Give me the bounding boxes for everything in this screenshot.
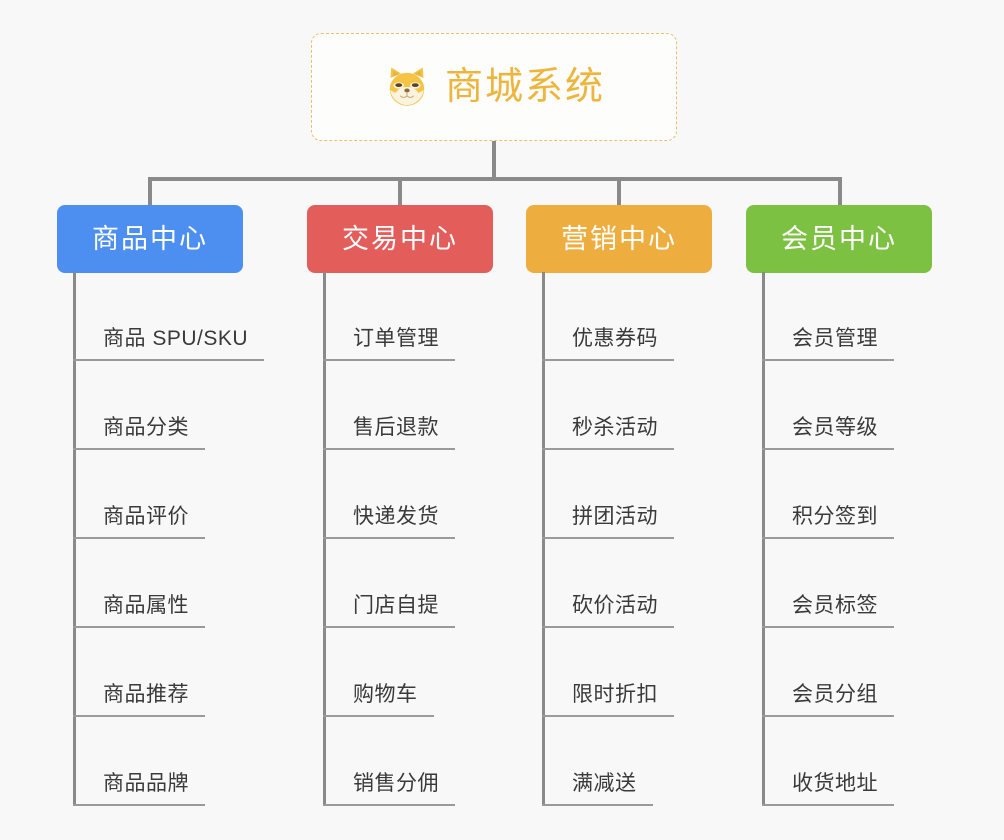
leaf-item-label: 商品属性 (73, 595, 205, 628)
leaf-item[interactable]: 快递发货 (323, 450, 455, 539)
leaf-item-label: 会员管理 (762, 328, 894, 361)
leaf-item[interactable]: 门店自提 (323, 539, 455, 628)
column-spine (73, 272, 76, 806)
leaf-item-label: 积分签到 (762, 506, 894, 539)
leaf-item-label: 收货地址 (762, 773, 894, 806)
leaf-item[interactable]: 商品 SPU/SKU (73, 272, 265, 361)
leaf-item[interactable]: 满减送 (542, 717, 653, 806)
shiba-dog-icon (389, 67, 425, 106)
leaf-item[interactable]: 优惠券码 (542, 272, 674, 361)
category-label: 交易中心 (342, 223, 458, 254)
leaf-item-label: 拼团活动 (542, 506, 674, 539)
leaf-item[interactable]: 商品评价 (73, 450, 205, 539)
leaf-item-label: 会员标签 (762, 595, 894, 628)
category-box-marketing-center[interactable]: 营销中心 (526, 205, 712, 273)
leaf-item[interactable]: 限时折扣 (542, 628, 674, 717)
leaf-item-label: 商品分类 (73, 417, 205, 450)
leaf-item[interactable]: 商品分类 (73, 361, 205, 450)
leaf-item-label: 购物车 (323, 684, 434, 717)
column-spine (762, 272, 765, 806)
leaf-item-label: 商品 SPU/SKU (73, 328, 265, 361)
root-node-title: 商城系统 (444, 66, 605, 108)
leaf-item[interactable]: 秒杀活动 (542, 361, 674, 450)
leaf-item[interactable]: 会员管理 (762, 272, 894, 361)
leaf-item[interactable]: 会员等级 (762, 361, 894, 450)
leaf-item-label: 优惠券码 (542, 328, 674, 361)
leaf-item-label: 秒杀活动 (542, 417, 674, 450)
connector-drop-product-center (148, 177, 152, 205)
leaf-item-label: 售后退款 (323, 417, 455, 450)
category-label: 会员中心 (781, 223, 897, 254)
leaf-item-label: 会员分组 (762, 684, 894, 717)
leaf-item[interactable]: 购物车 (323, 628, 434, 717)
connector-drop-trade-center (398, 177, 402, 205)
category-box-trade-center[interactable]: 交易中心 (307, 205, 493, 273)
leaf-item-label: 销售分佣 (323, 773, 455, 806)
leaf-item[interactable]: 积分签到 (762, 450, 894, 539)
leaf-item[interactable]: 销售分佣 (323, 717, 455, 806)
category-box-product-center[interactable]: 商品中心 (57, 205, 243, 273)
leaf-item[interactable]: 售后退款 (323, 361, 455, 450)
leaf-item[interactable]: 会员分组 (762, 628, 894, 717)
leaf-item[interactable]: 商品属性 (73, 539, 205, 628)
connector-root-stem (492, 141, 496, 179)
leaf-item-label: 门店自提 (323, 595, 455, 628)
column-spine (323, 272, 326, 806)
category-box-member-center[interactable]: 会员中心 (746, 205, 932, 273)
leaf-item-label: 商品推荐 (73, 684, 205, 717)
category-label: 商品中心 (92, 223, 208, 254)
root-node-mall-system[interactable]: 商城系统 (311, 33, 677, 141)
leaf-item-label: 满减送 (542, 773, 653, 806)
leaf-item-label: 商品品牌 (73, 773, 205, 806)
leaf-item-label: 订单管理 (323, 328, 455, 361)
leaf-item[interactable]: 订单管理 (323, 272, 455, 361)
leaf-item[interactable]: 商品推荐 (73, 628, 205, 717)
leaf-item[interactable]: 会员标签 (762, 539, 894, 628)
category-label: 营销中心 (561, 223, 677, 254)
leaf-item[interactable]: 砍价活动 (542, 539, 674, 628)
leaf-item-label: 会员等级 (762, 417, 894, 450)
leaf-item-label: 砍价活动 (542, 595, 674, 628)
connector-drop-member-center (838, 177, 842, 205)
leaf-item-label: 快递发货 (323, 506, 455, 539)
leaf-item-label: 商品评价 (73, 506, 205, 539)
leaf-item[interactable]: 收货地址 (762, 717, 894, 806)
connector-drop-marketing-center (617, 177, 621, 205)
column-spine (542, 272, 545, 806)
leaf-item[interactable]: 商品品牌 (73, 717, 205, 806)
leaf-item-label: 限时折扣 (542, 684, 674, 717)
connector-horizontal-bus (148, 177, 842, 181)
leaf-item[interactable]: 拼团活动 (542, 450, 674, 539)
